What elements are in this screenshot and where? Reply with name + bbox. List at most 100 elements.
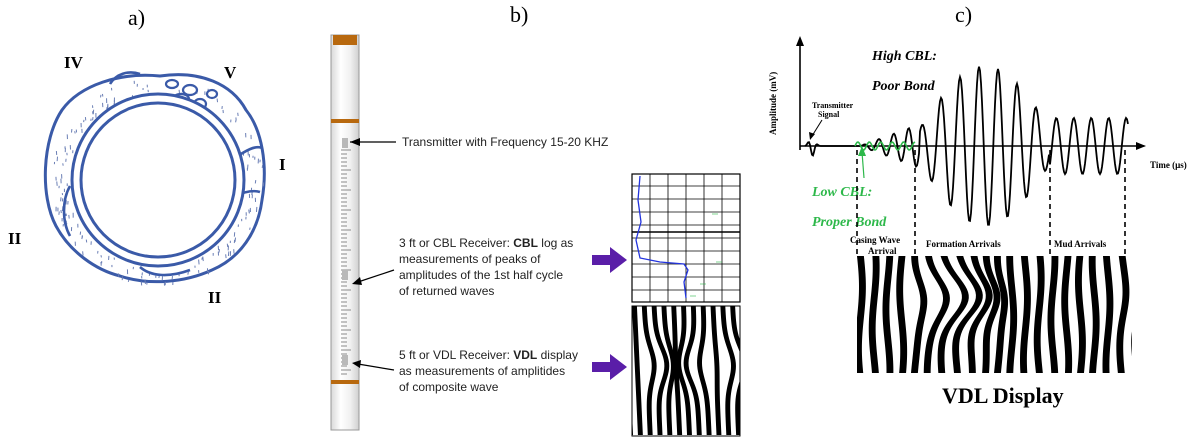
vdl-bold-term: VDL	[513, 348, 537, 362]
zone-label-ii-right: II	[208, 288, 222, 307]
transmitter-signal-pointer	[811, 119, 823, 137]
panel-a-label: a)	[128, 5, 145, 30]
vdl-stripe	[1160, 256, 1186, 373]
zone-label-i: I	[279, 155, 286, 174]
acoustic-waveform	[804, 66, 1129, 226]
vdl-stripe	[754, 306, 770, 435]
tool-top-cap	[333, 35, 357, 45]
vdl-stripe	[1116, 256, 1130, 373]
y-axis-arrowhead	[796, 36, 804, 46]
transmitter-arrowhead	[350, 138, 360, 146]
vdl-track-b	[632, 306, 770, 436]
vdl-stripe	[828, 256, 839, 373]
vdl-stripe	[661, 306, 676, 435]
panel-b-label: b)	[510, 2, 528, 27]
cbl-arrowhead	[352, 277, 362, 285]
vdl-stripe	[1033, 256, 1045, 373]
vdl-track-b-border	[631, 305, 741, 437]
vdl-stripe	[896, 256, 908, 373]
cbl-log-track	[631, 173, 741, 303]
x-axis-label: Time (µs)	[1150, 160, 1187, 170]
cbl-leader	[357, 269, 395, 283]
vdl-stripe	[868, 256, 880, 373]
vdl-stripe	[676, 306, 692, 435]
cbl-receiver-element	[342, 270, 348, 280]
vdl-stripe	[1147, 256, 1168, 373]
transmitter-element	[342, 138, 348, 148]
tool-band-upper	[331, 119, 359, 123]
vdl-stripe	[952, 256, 983, 373]
vdl-prefix: 5 ft or VDL Receiver:	[399, 348, 513, 362]
vdl-stripe	[1102, 256, 1114, 373]
casing-wave-label-line1: Casing Wave	[850, 235, 900, 245]
vdl-stripe	[1061, 256, 1073, 373]
vdl-stripe	[683, 306, 702, 435]
transmitter-signal-label-line2: Signal	[818, 110, 840, 119]
vdl-display-c	[828, 256, 1186, 374]
vdl-stripe	[1006, 256, 1018, 373]
vdl-stripe	[967, 256, 993, 373]
vdl-stripe	[993, 256, 1009, 373]
vdl-stripe	[671, 306, 683, 435]
cbl-bold-term: CBL	[513, 236, 538, 250]
vdl-stripe	[882, 256, 894, 373]
low-cbl-waveform	[854, 141, 916, 151]
formation-arrivals-label: Formation Arrivals	[926, 239, 1001, 249]
high-cbl-label: High CBL:	[871, 49, 937, 64]
cbl-description-line4: of returned waves	[399, 284, 494, 298]
vdl-stripe	[1047, 256, 1059, 373]
vdl-stripe	[720, 306, 736, 435]
proper-bond-label: Proper Bond	[812, 215, 887, 230]
vdl-display-title: VDL Display	[942, 383, 1064, 408]
transmitter-signal-label-line1: Transmitter	[812, 101, 854, 110]
vdl-stripe	[740, 306, 753, 435]
vdl-stripe	[1088, 256, 1100, 373]
poor-bond-label: Poor Bond	[872, 79, 936, 94]
cbl-amplitude-curve	[635, 175, 689, 299]
cbl-purple-arrow	[592, 247, 627, 273]
vdl-stripe	[1131, 331, 1132, 357]
cbl-description-line1: 3 ft or CBL Receiver: CBL log as	[399, 236, 573, 250]
panel-b: b) Transmitter with Frequency 15-20 KHZ …	[330, 2, 770, 437]
transmitter-description: Transmitter with Frequency 15-20 KHZ	[402, 135, 608, 149]
vdl-line1-rest: display	[537, 348, 578, 362]
vdl-stripe	[841, 256, 852, 373]
low-cbl-pointer-head	[858, 146, 866, 156]
vdl-stripe	[730, 306, 740, 435]
cbl-description-line2: measurements of peaks of	[399, 252, 541, 266]
cement-channels	[62, 71, 263, 277]
low-cbl-label: Low CBL:	[811, 185, 872, 200]
vdl-leader	[357, 363, 395, 371]
vdl-stripe	[1020, 256, 1031, 373]
vdl-stripe	[710, 306, 722, 435]
vdl-stripe	[923, 256, 950, 373]
vdl-purple-arrow	[592, 354, 627, 380]
mud-arrivals-label: Mud Arrivals	[1054, 239, 1107, 249]
panel-c: c) Amplitude (mV) Time (µs) Transmitter …	[768, 2, 1187, 408]
vdl-description-line3: of composite wave	[399, 380, 499, 394]
vdl-stripe	[937, 256, 969, 373]
transmitter-signal-pointer-head	[809, 132, 815, 140]
vdl-stripe	[697, 306, 712, 435]
cbl-description-line3: amplitudes of the 1st half cycle	[399, 268, 563, 282]
casing-wave-label-line2: Arrival	[868, 246, 897, 256]
panel-a: a) IV V I II II	[8, 5, 286, 307]
logging-tool	[330, 34, 360, 431]
tool-band-lower	[331, 380, 359, 384]
vdl-stripe	[632, 306, 643, 435]
vdl-stripe	[911, 256, 928, 373]
vdl-stripe	[1075, 256, 1086, 373]
zone-label-ii-left: II	[8, 229, 22, 248]
low-cbl-pointer	[861, 151, 865, 179]
vdl-stripe	[750, 306, 761, 435]
vdl-stripe	[857, 256, 866, 373]
x-axis-arrowhead	[1136, 142, 1146, 150]
vdl-arrowhead	[352, 360, 361, 368]
cement-stipple	[53, 80, 265, 286]
zone-label-iv: IV	[64, 53, 84, 72]
vdl-stripe	[641, 306, 657, 435]
panel-c-label: c)	[955, 2, 972, 27]
zone-label-v: V	[224, 63, 237, 82]
cbl-line1-rest: log as	[538, 236, 573, 250]
